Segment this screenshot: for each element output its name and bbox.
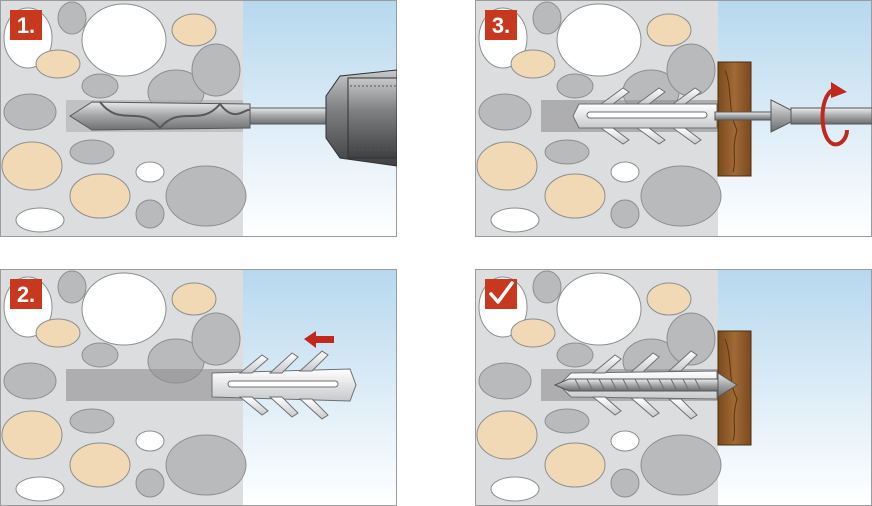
step-4-panel — [475, 269, 872, 506]
step-badge: 1. — [10, 10, 42, 40]
screw — [714, 99, 872, 133]
step-badge: 2. — [10, 279, 42, 309]
step-2-illustration: 2. — [0, 269, 397, 506]
step-3-illustration: 3. — [475, 0, 872, 237]
step-badge-label: 1. — [17, 13, 35, 38]
drill-bit — [69, 101, 331, 131]
step-2-panel: 2. — [0, 269, 397, 506]
step-1-panel: 1. — [0, 0, 397, 237]
screw — [553, 378, 726, 392]
step-4-illustration — [475, 269, 872, 506]
step-badge-label: 3. — [492, 13, 510, 38]
drill-chuck — [325, 69, 397, 167]
wall-plug — [211, 350, 357, 420]
step-badge-label: 2. — [17, 282, 35, 307]
checkmark-icon — [489, 281, 514, 304]
stones — [1, 1, 247, 233]
step-1-illustration: 1. — [0, 0, 397, 237]
stones — [1, 270, 247, 502]
step-badge: 3. — [485, 10, 517, 40]
screw-head — [717, 372, 738, 398]
wall-plug-expanded — [558, 350, 718, 420]
wall-plug — [572, 87, 718, 145]
insert-direction-arrow-icon — [304, 331, 334, 348]
step-3-panel: 3. — [475, 0, 872, 237]
step-badge — [485, 279, 517, 309]
rotate-clockwise-icon — [820, 82, 849, 147]
